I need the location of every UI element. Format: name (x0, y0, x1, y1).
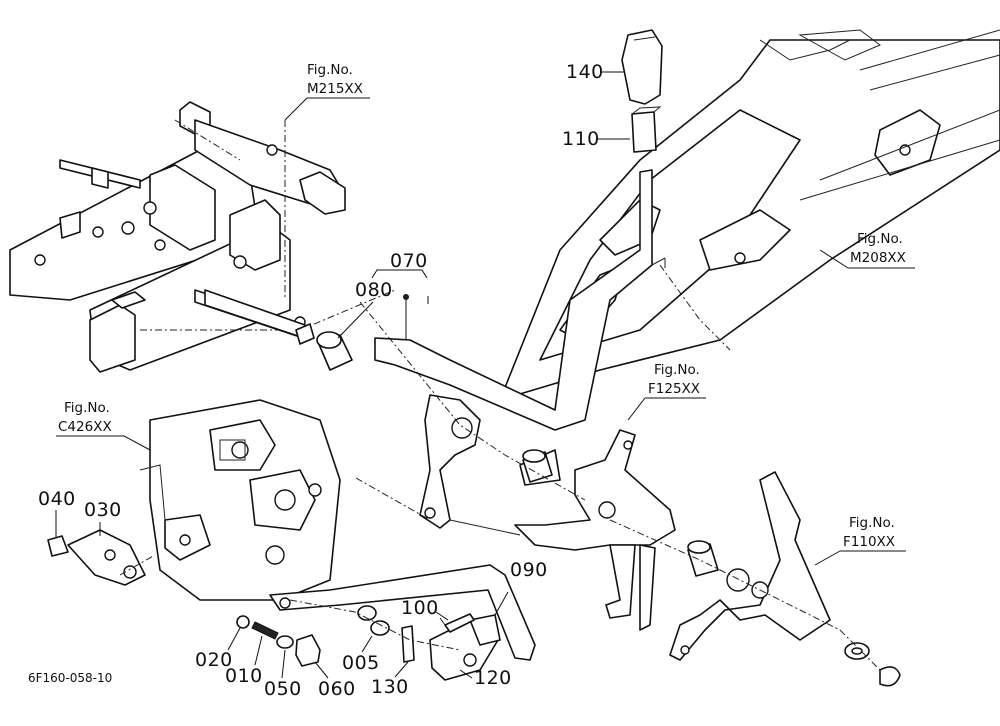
figref-f110-line2: F110XX (843, 534, 895, 550)
figref-f125-line1: Fig.No. (654, 362, 700, 378)
callout-060: 060 (314, 661, 356, 700)
lever-arm (419, 394, 521, 536)
label-070: 070 (390, 250, 428, 272)
callout-010: 010 (225, 635, 263, 687)
figref-m215-line2: M215XX (307, 81, 363, 97)
knob-140 (621, 29, 663, 105)
figref-m208-line1: Fig.No. (857, 231, 903, 247)
label-130: 130 (371, 676, 409, 698)
pivot-030 (67, 529, 146, 586)
callout-020: 020 (195, 627, 241, 671)
figref-f110-line1: Fig.No. (849, 515, 895, 531)
label-010: 010 (225, 665, 263, 687)
assembly-line-1 (359, 301, 586, 501)
frame-assembly-m215 (9, 101, 396, 373)
plug-040 (47, 535, 69, 557)
callout-100: 100 (401, 597, 449, 621)
figref-m208-line2: M208XX (850, 250, 906, 266)
label-080: 080 (355, 279, 393, 301)
assembly-line-3 (119, 554, 156, 576)
callout-050: 050 (264, 649, 302, 700)
callout-120: 120 (459, 667, 512, 689)
detent-set (236, 615, 321, 667)
link-rod-090 (269, 564, 536, 661)
drawing-code: 6F160-058-10 (28, 671, 112, 685)
label-005: 005 (342, 652, 380, 674)
callout-040: 040 (38, 488, 76, 538)
pin-130 (401, 625, 415, 663)
assembly-line-2 (609, 519, 881, 671)
label-050: 050 (264, 678, 302, 700)
label-110: 110 (562, 128, 600, 150)
callout-090: 090 (494, 559, 548, 616)
bushing-mid (522, 449, 553, 483)
figref-f110: Fig.No. F110XX (814, 515, 906, 566)
figref-c426-line1: Fig.No. (64, 400, 110, 416)
figref-c426-line2: C426XX (58, 419, 112, 435)
label-140: 140 (566, 61, 604, 83)
figref-f125-line2: F125XX (648, 381, 700, 397)
label-060: 060 (318, 678, 356, 700)
shift-fork-f110 (669, 471, 831, 661)
bushing-080 (204, 289, 353, 371)
yoke-120 (429, 614, 501, 681)
figref-f125: Fig.No. F125XX (627, 362, 706, 421)
callout-130: 130 (371, 661, 409, 698)
sleeve-110 (631, 106, 662, 153)
shift-lever (374, 169, 666, 431)
o-rings-005 (357, 605, 390, 636)
callout-070: 070 (371, 250, 428, 279)
assembly-line-5 (355, 477, 431, 521)
callout-140: 140 (566, 61, 625, 83)
washer-snapring (844, 642, 901, 687)
figref-c426: Fig.No. C426XX (56, 400, 151, 451)
label-040: 040 (38, 488, 76, 510)
label-090: 090 (510, 559, 548, 581)
clip-100 (439, 613, 475, 633)
label-100: 100 (401, 597, 439, 619)
assembly-line-4 (289, 599, 461, 651)
callout-110: 110 (562, 128, 630, 150)
label-030: 030 (84, 499, 122, 521)
gearcase-c426 (139, 399, 341, 601)
figref-m215: Fig.No. M215XX (284, 62, 370, 121)
assembly-line-6 (659, 264, 731, 351)
figref-m215-line1: Fig.No. (307, 62, 353, 78)
callout-080: 080 (337, 279, 429, 340)
callout-005: 005 (342, 635, 380, 674)
figref-m208: Fig.No. M208XX (819, 231, 915, 269)
label-020: 020 (195, 649, 233, 671)
callout-030: 030 (84, 499, 122, 536)
label-120: 120 (474, 667, 512, 689)
